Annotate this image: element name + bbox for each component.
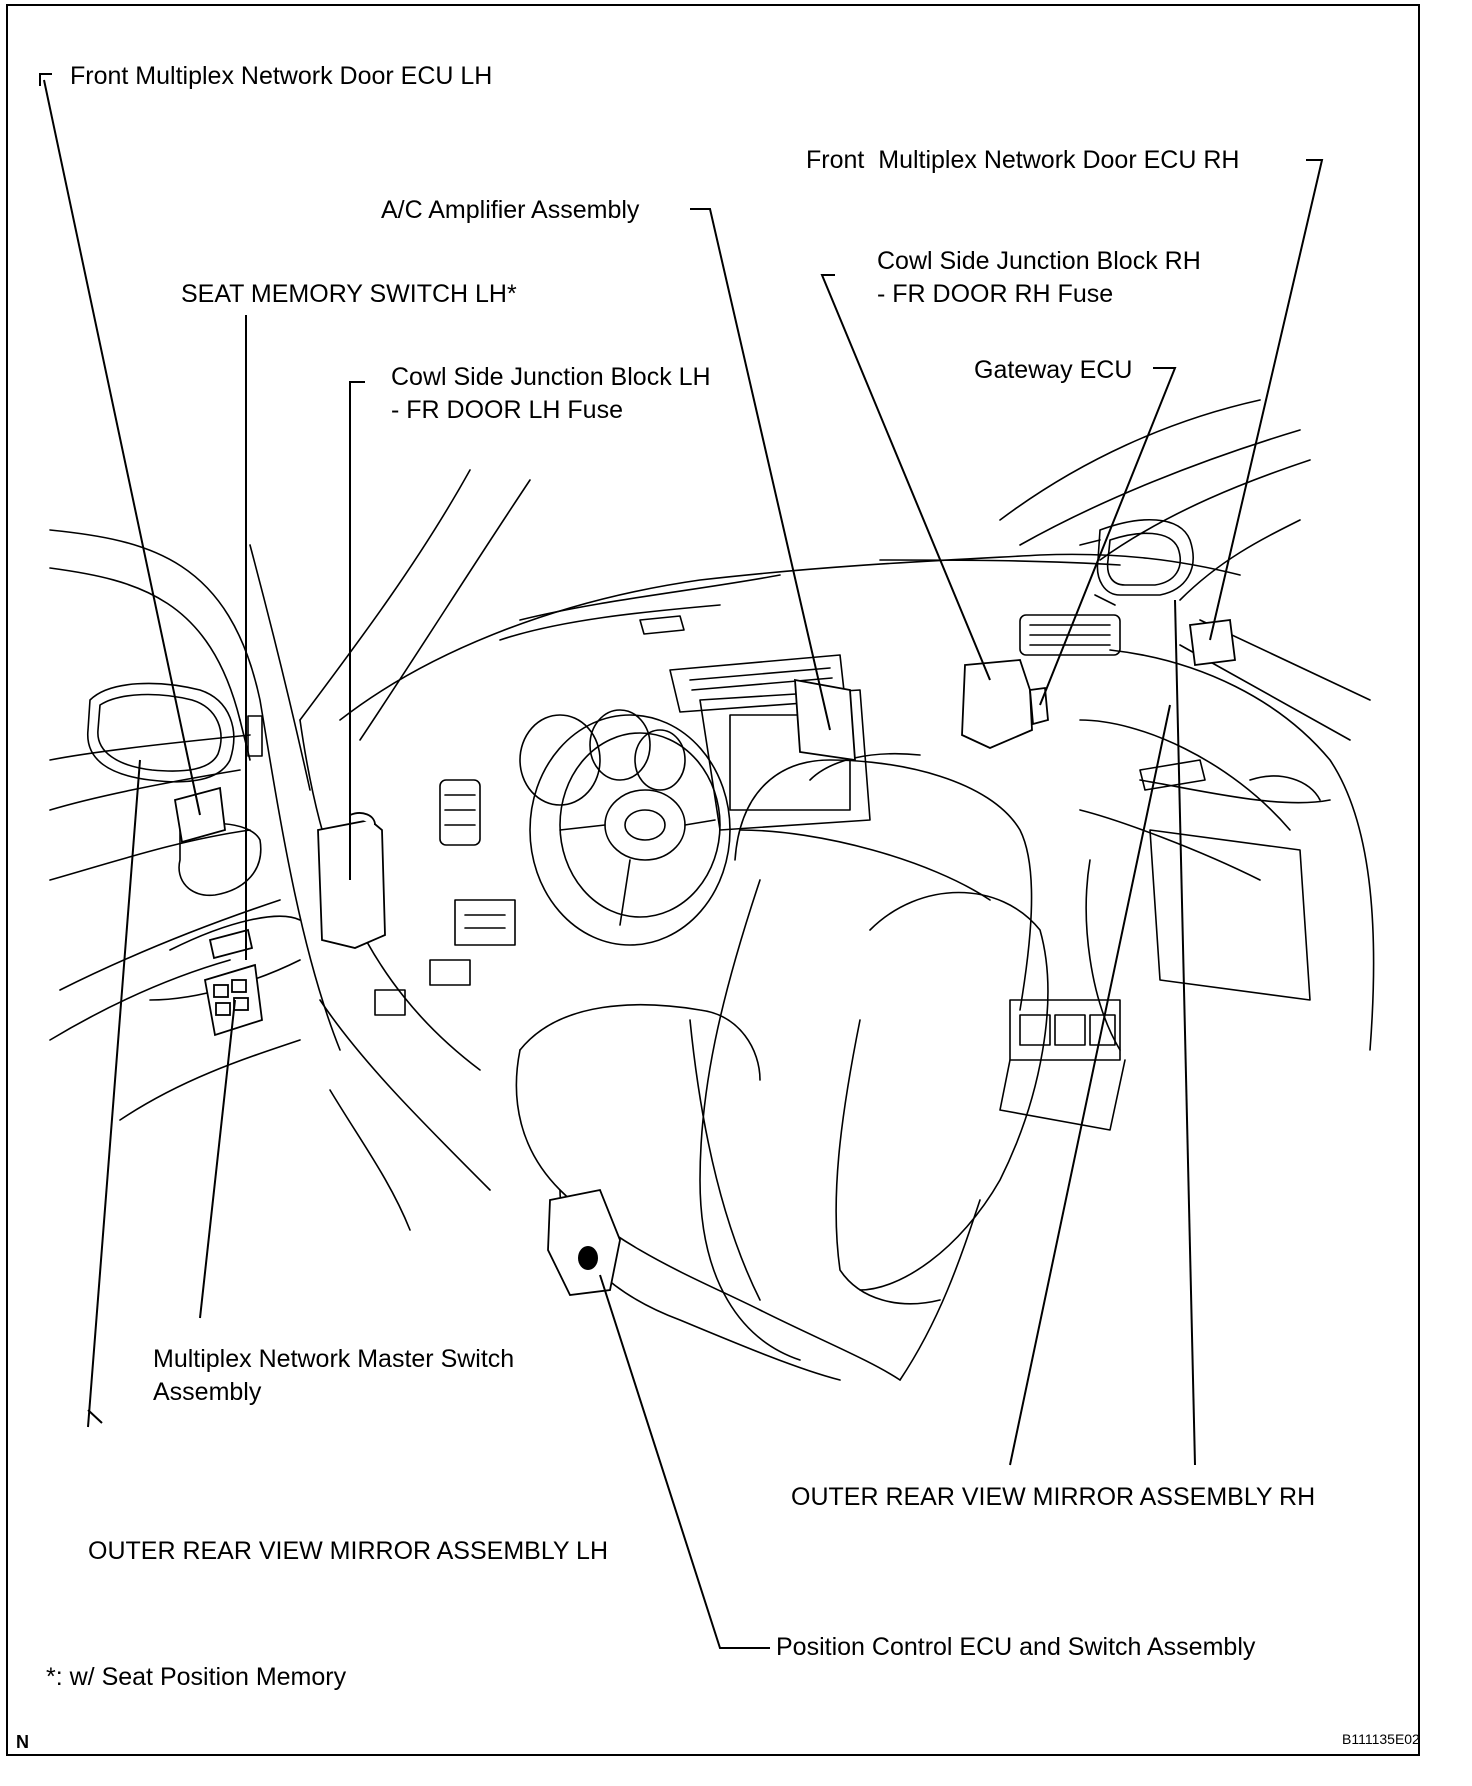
label-ac-amplifier: A/C Amplifier Assembly xyxy=(381,196,640,224)
label-cowl-junction-lh-line2: - FR DOOR LH Fuse xyxy=(391,396,623,424)
label-mirror-lh: OUTER REAR VIEW MIRROR ASSEMBLY LH xyxy=(88,1537,609,1565)
label-front-door-ecu-rh: Front Multiplex Network Door ECU RH xyxy=(806,146,1240,174)
ac-amplifier-part xyxy=(794,678,856,762)
door-ecu-rh-part xyxy=(1188,618,1237,667)
figure-code: B111135E02 xyxy=(1342,1731,1420,1747)
label-gateway-ecu: Gateway ECU xyxy=(974,356,1133,384)
corner-mark: N xyxy=(16,1732,29,1752)
label-master-switch-line2: Assembly xyxy=(153,1378,262,1406)
highlighted-parts xyxy=(173,618,1237,1296)
leader-lines xyxy=(39,73,1324,1649)
position-control-ecu-part xyxy=(547,1188,621,1296)
label-cowl-junction-lh-line1: Cowl Side Junction Block LH xyxy=(391,363,711,391)
vehicle-interior-linework xyxy=(49,399,1375,1381)
diagram-frame xyxy=(6,4,1420,1756)
cowl-junction-block-rh-part xyxy=(961,659,1033,749)
label-cowl-junction-rh-line2: - FR DOOR RH Fuse xyxy=(877,280,1114,308)
label-seat-memory-switch: SEAT MEMORY SWITCH LH* xyxy=(181,280,517,308)
label-cowl-junction-rh-line1: Cowl Side Junction Block RH xyxy=(877,247,1201,275)
footnote: *: w/ Seat Position Memory xyxy=(46,1663,347,1691)
label-front-door-ecu-lh: Front Multiplex Network Door ECU LH xyxy=(70,62,493,90)
label-mirror-rh: OUTER REAR VIEW MIRROR ASSEMBLY RH xyxy=(791,1483,1316,1511)
cowl-junction-block-lh-part xyxy=(317,819,386,949)
seat-memory-switch-part xyxy=(208,928,254,960)
label-position-control-ecu: Position Control ECU and Switch Assembly xyxy=(776,1633,1256,1661)
label-master-switch-line1: Multiplex Network Master Switch xyxy=(153,1345,515,1373)
